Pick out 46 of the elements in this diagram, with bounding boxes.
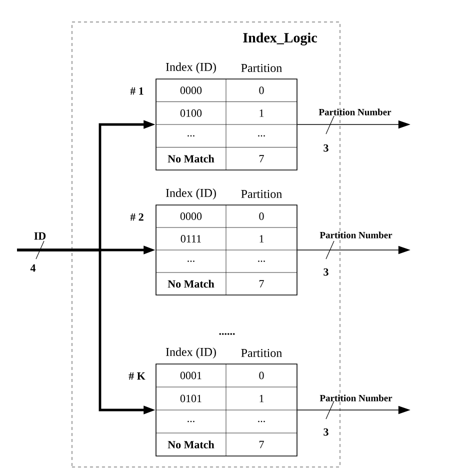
table-cell: ...	[188, 420, 194, 422]
table-cell: 0	[259, 372, 264, 380]
edge-label: Partition Number	[318, 108, 392, 116]
table-cell: 7	[259, 155, 264, 162]
table	[156, 364, 298, 456]
column-header: Partition	[241, 348, 282, 358]
table-cell: ...	[258, 135, 265, 137]
edge-label: Partition Number	[320, 394, 392, 402]
table-cell: 1	[260, 110, 264, 117]
table-cell: 0101	[180, 394, 202, 402]
column-header: Partition	[241, 190, 282, 198]
table-cell: ...	[188, 135, 194, 137]
frame-title: Index_Logic	[243, 32, 317, 46]
bus-label: 3	[324, 144, 328, 152]
table-cell: ...	[258, 420, 265, 422]
table-cell: 7	[259, 440, 264, 448]
table-number: # 2	[130, 213, 144, 221]
table-cell: 0100	[180, 109, 202, 117]
table-cell: No Match	[168, 440, 214, 448]
bus-label: ID	[34, 232, 46, 240]
column-header: Index (ID)	[166, 348, 216, 358]
table-cell: 1	[260, 235, 264, 242]
table-cell: 1	[260, 394, 264, 402]
table-cell: ...	[258, 260, 265, 262]
table	[156, 204, 298, 296]
bus-label: 3	[324, 428, 328, 436]
bus-label: ......	[219, 333, 235, 335]
table-cell: No Match	[168, 154, 214, 162]
table-number: # 1	[130, 87, 144, 95]
table	[156, 78, 298, 170]
column-header: Partition	[241, 64, 282, 72]
table-cell: ...	[188, 260, 194, 262]
column-header: Index (ID)	[166, 188, 216, 200]
table-cell: 0001	[180, 372, 202, 380]
table-cell: 0	[259, 86, 264, 94]
table-cell: 0111	[180, 235, 201, 242]
table-cell: 7	[259, 280, 264, 288]
bus-label: 4	[30, 264, 36, 272]
table-cell: 0	[259, 212, 264, 220]
column-header: Index (ID)	[166, 62, 216, 74]
table-number: # K	[128, 372, 146, 380]
table-cell: 0000	[180, 86, 202, 94]
edge-label: Partition Number	[320, 232, 392, 238]
table-cell: 0000	[180, 212, 202, 220]
bus-label: 3	[324, 268, 328, 276]
table-cell: No Match	[168, 280, 214, 288]
